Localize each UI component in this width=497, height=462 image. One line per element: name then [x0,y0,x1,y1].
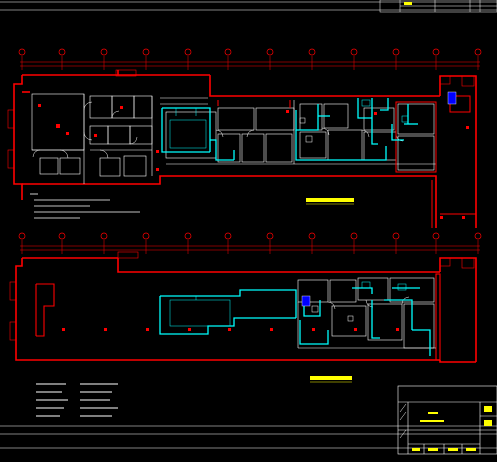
top-plan [7,48,482,228]
top-exterior-walls [13,70,477,228]
bottom-door-swings [327,296,410,310]
top-fan-unit-a [299,117,306,124]
top-dimension-line [20,56,480,70]
legend-placeholder-strokes [36,383,118,417]
top-title-accent [404,2,412,5]
top-red-partitions-right [217,95,476,228]
top-equipment-markers-left [38,104,159,171]
title-block-frame [397,385,497,455]
bottom-fan-unit-b [347,315,354,322]
bottom-dimension-line [20,240,480,254]
top-ductwork [161,98,418,161]
top-air-handler-unit [447,91,457,105]
bottom-interior-partitions [297,277,436,349]
title-block-accent-marks [412,406,492,451]
bottom-ductwork-thin [169,281,407,327]
title-block [397,385,497,455]
bottom-equipment-units [301,295,354,322]
top-plan-title-bar [306,198,354,202]
bottom-exterior-wall-inner [9,251,475,341]
top-exterior-wall-inner [7,69,475,169]
top-equipment-units [299,91,457,143]
top-red-markers-right [286,110,469,219]
bottom-plan [9,232,482,383]
bottom-fan-unit-a [311,305,319,313]
bottom-air-handler-unit [301,295,311,307]
top-notes-placeholder-lines [30,193,140,219]
bottom-red-markers [62,328,399,331]
bottom-red-partitions [35,273,441,361]
top-title-strip [379,0,497,13]
top-door-swings-left [32,101,138,159]
title-block-logo-mark [399,403,407,439]
top-door-swings-right [215,127,404,142]
top-fan-unit-b [305,135,313,143]
legend-block [36,383,118,417]
drawing-frame [0,1,497,449]
bottom-ductwork [159,287,431,356]
top-ductwork-thin [169,99,409,149]
bottom-exterior-walls [15,257,477,363]
bottom-plan-title-bar [310,376,352,380]
top-grid-axis-markers [18,48,482,56]
bottom-grid-axis-markers [18,232,482,240]
